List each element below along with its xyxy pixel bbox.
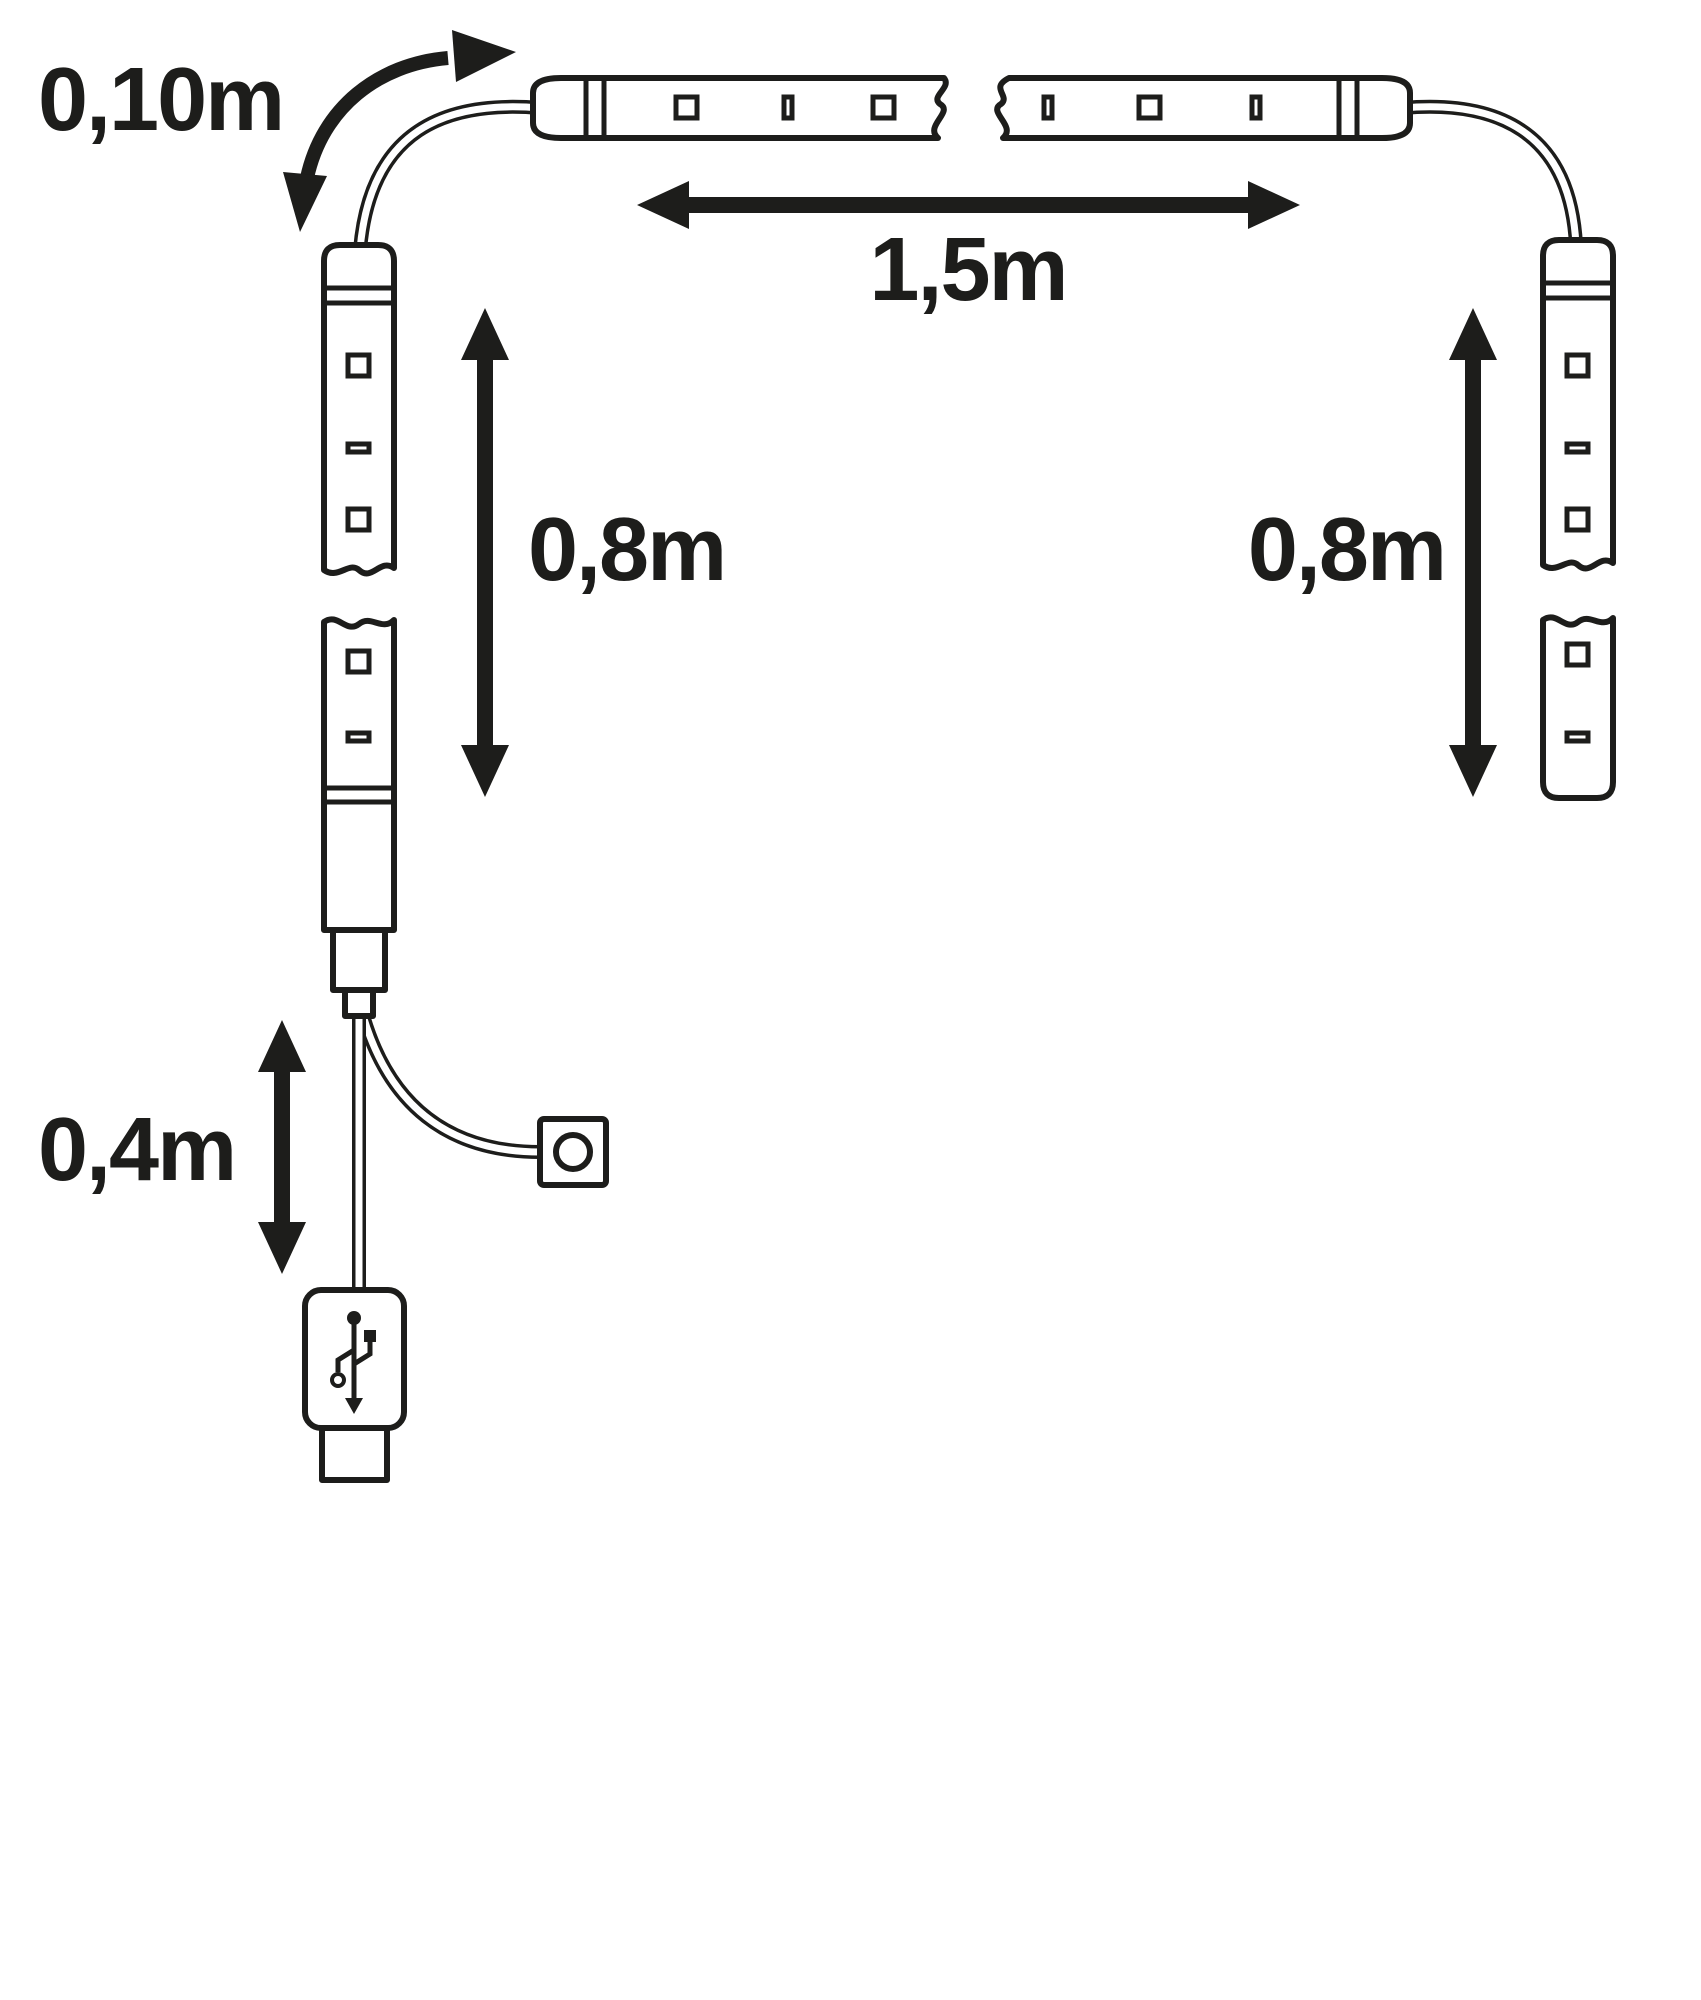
dim-label-strip-top: 1,5m xyxy=(869,220,1066,320)
arrow-head-down-icon xyxy=(461,745,509,797)
arrow-head-left-icon xyxy=(637,181,689,229)
led-square xyxy=(1564,506,1591,533)
usb-icon xyxy=(330,1311,376,1414)
led-bar xyxy=(1041,94,1055,121)
led-bar xyxy=(1564,730,1591,744)
dim-label-strip-right: 0,8m xyxy=(1248,500,1445,600)
led-square xyxy=(345,506,372,533)
led-marks xyxy=(345,352,372,533)
led-square xyxy=(1564,641,1591,668)
strip-right-lower-segment xyxy=(1540,614,1616,801)
strip-left-upper-segment xyxy=(321,242,397,577)
led-marks xyxy=(1041,94,1263,121)
dim-label-connector-cable: 0,10m xyxy=(38,50,283,150)
led-marks xyxy=(345,648,372,744)
arrow-head-down-icon xyxy=(1449,745,1497,797)
arrow-head-right-icon xyxy=(452,30,516,82)
connector-cable-right xyxy=(1402,99,1583,246)
arrow-head-up-icon xyxy=(258,1020,306,1072)
strip-top-left-segment xyxy=(530,75,949,141)
led-marks xyxy=(1564,641,1591,744)
usb-plug-metal xyxy=(319,1425,390,1483)
arrow-head-up-icon xyxy=(1449,308,1497,360)
led-square xyxy=(673,94,700,121)
led-bar xyxy=(345,730,372,744)
dim-arrow-strip-right xyxy=(1449,308,1497,797)
led-square xyxy=(1564,352,1591,379)
dim-label-strip-left: 0,8m xyxy=(528,500,725,600)
connector-cable-left xyxy=(353,99,541,251)
led-bar xyxy=(1564,441,1591,455)
arrow-head-down-icon xyxy=(258,1222,306,1274)
led-square xyxy=(345,352,372,379)
inline-switch xyxy=(537,1116,609,1188)
led-square xyxy=(345,648,372,675)
strip-right-upper-segment xyxy=(1540,237,1616,572)
strip-top-right-segment xyxy=(994,75,1413,141)
led-square xyxy=(1136,94,1163,121)
switch-button-icon xyxy=(553,1132,593,1172)
led-bar xyxy=(781,94,795,121)
arrow-head-up-icon xyxy=(461,308,509,360)
strip-connector-neck xyxy=(342,987,376,1019)
led-marks xyxy=(1564,352,1591,533)
dim-label-usb-cable: 0,4m xyxy=(38,1100,235,1200)
strip-connector-block xyxy=(330,927,388,993)
dim-arrow-strip-top xyxy=(637,181,1300,229)
dim-arrow-connector-cable xyxy=(283,30,516,232)
arrow-head-down-icon xyxy=(283,172,327,232)
led-marks xyxy=(673,94,897,121)
arrow-head-right-icon xyxy=(1248,181,1300,229)
led-bar xyxy=(345,441,372,455)
switch-branch-cable xyxy=(355,1010,541,1159)
led-square xyxy=(870,94,897,121)
led-bar xyxy=(1249,94,1263,121)
strip-left-lower-segment xyxy=(321,616,397,1019)
usb-plug xyxy=(302,1287,407,1483)
dim-arrow-strip-left xyxy=(461,308,509,797)
dim-arrow-usb-cable xyxy=(258,1020,306,1274)
